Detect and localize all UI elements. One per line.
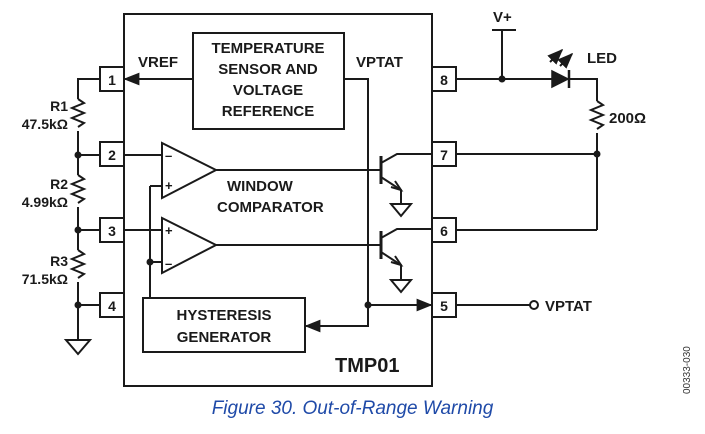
vptat-output-label: VPTAT (545, 298, 592, 315)
pin-5: 5 (431, 292, 457, 318)
svg-text:2: 2 (108, 147, 116, 163)
vptat-label: VPTAT (356, 54, 403, 71)
led-label: LED (587, 50, 617, 67)
led-symbol (547, 48, 574, 89)
svg-text:R2: R2 (50, 176, 68, 192)
window-label-2: COMPARATOR (217, 199, 324, 216)
vptat-line (344, 78, 369, 305)
supply-label: V+ (493, 9, 512, 26)
svg-text:SENSOR AND: SENSOR AND (218, 61, 318, 78)
ground-symbol (63, 339, 93, 356)
svg-text:–: – (165, 256, 172, 271)
svg-text:–: – (165, 148, 172, 163)
resistor-200-ohm (588, 100, 606, 130)
svg-text:6: 6 (440, 223, 448, 239)
svg-text:+: + (165, 178, 173, 193)
window-label-1: WINDOW (227, 178, 294, 195)
pin-1: 1 (99, 66, 125, 92)
svg-text:71.5kΩ: 71.5kΩ (22, 271, 68, 287)
comparator-top: – + (161, 141, 219, 200)
comparator-bottom: + – (161, 216, 219, 275)
figure-id: 00333-030 (682, 346, 693, 394)
rled-label: 200Ω (609, 110, 646, 127)
transistor-pin7 (379, 153, 431, 218)
junction-dot (364, 301, 372, 309)
resistor-r1 (69, 98, 87, 128)
resistor-r2 (69, 174, 87, 204)
pin-8: 8 (431, 66, 457, 92)
pin-4: 4 (99, 292, 125, 318)
svg-text:5: 5 (440, 298, 448, 314)
svg-text:TEMPERATURE: TEMPERATURE (211, 40, 324, 57)
svg-text:8: 8 (440, 72, 448, 88)
transistor-pin6 (379, 228, 431, 294)
chip-outline (123, 13, 433, 387)
svg-text:VOLTAGE: VOLTAGE (233, 82, 303, 99)
svg-text:1: 1 (108, 72, 116, 88)
pin-6: 6 (431, 217, 457, 243)
svg-text:R1: R1 (50, 98, 68, 114)
svg-text:+: + (165, 223, 173, 238)
svg-text:GENERATOR: GENERATOR (177, 329, 272, 346)
svg-text:7: 7 (440, 147, 448, 163)
vptat-to-hysteresis-arrow (304, 305, 369, 333)
vref-label: VREF (138, 54, 178, 71)
pin-7: 7 (431, 141, 457, 167)
pin-2: 2 (99, 141, 125, 167)
chip-name: TMP01 (335, 355, 399, 377)
hysteresis-block: HYSTERESIS GENERATOR (142, 297, 306, 353)
svg-text:47.5kΩ: 47.5kΩ (22, 116, 68, 132)
svg-text:4.99kΩ: 4.99kΩ (22, 194, 68, 210)
svg-text:4: 4 (108, 298, 116, 314)
figure-caption: Figure 30. Out-of-Range Warning (211, 398, 494, 419)
svg-text:3: 3 (108, 223, 116, 239)
resistor-r3 (69, 249, 87, 279)
svg-text:HYSTERESIS: HYSTERESIS (176, 307, 271, 324)
pin-3: 3 (99, 217, 125, 243)
sensor-block: TEMPERATURE SENSOR AND VOLTAGE REFERENCE (192, 32, 345, 130)
svg-text:REFERENCE: REFERENCE (222, 103, 315, 120)
svg-text:R3: R3 (50, 253, 68, 269)
circuit-schematic: 1 2 3 4 5 6 7 8 TEMPERATURE SENSOR AND V… (22, 9, 693, 394)
vptat-output-terminal (529, 300, 539, 310)
